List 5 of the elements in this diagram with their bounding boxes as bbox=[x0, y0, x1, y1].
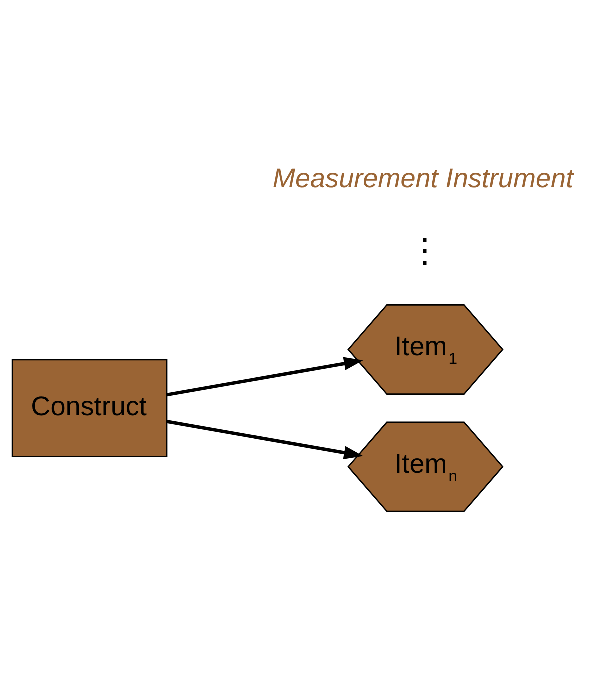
label: ⋮ bbox=[408, 232, 442, 270]
node-box: Construct bbox=[12, 359, 168, 458]
arrow bbox=[166, 420, 364, 460]
arrow bbox=[166, 357, 364, 397]
label: Measurement Instrument bbox=[272, 164, 574, 194]
